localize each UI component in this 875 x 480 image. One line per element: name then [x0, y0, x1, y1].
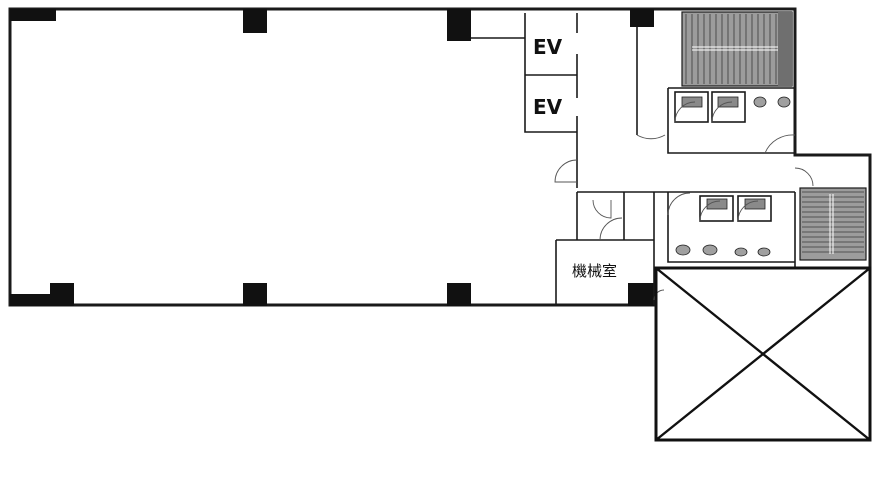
structural-columns [10, 9, 654, 306]
sink-icon [734, 247, 748, 257]
lower-staircase [799, 187, 867, 261]
door-swings [554, 134, 814, 301]
void-area [654, 266, 872, 442]
urinal-icon [777, 96, 791, 108]
machine-room-label: 機械室 [572, 262, 617, 280]
toilet-icon [706, 198, 728, 210]
upper-staircase [681, 11, 793, 87]
toilet-icon [744, 198, 766, 210]
upper-restroom [674, 91, 791, 123]
elevator-label-2: EV [533, 95, 563, 119]
sink-icon [675, 244, 691, 256]
core-walls [471, 13, 796, 305]
urinal-icon [753, 96, 767, 108]
sink-icon [702, 244, 718, 256]
elevator-label-1: EV [533, 35, 563, 59]
lower-restroom [667, 192, 772, 257]
sink-icon [757, 247, 771, 257]
